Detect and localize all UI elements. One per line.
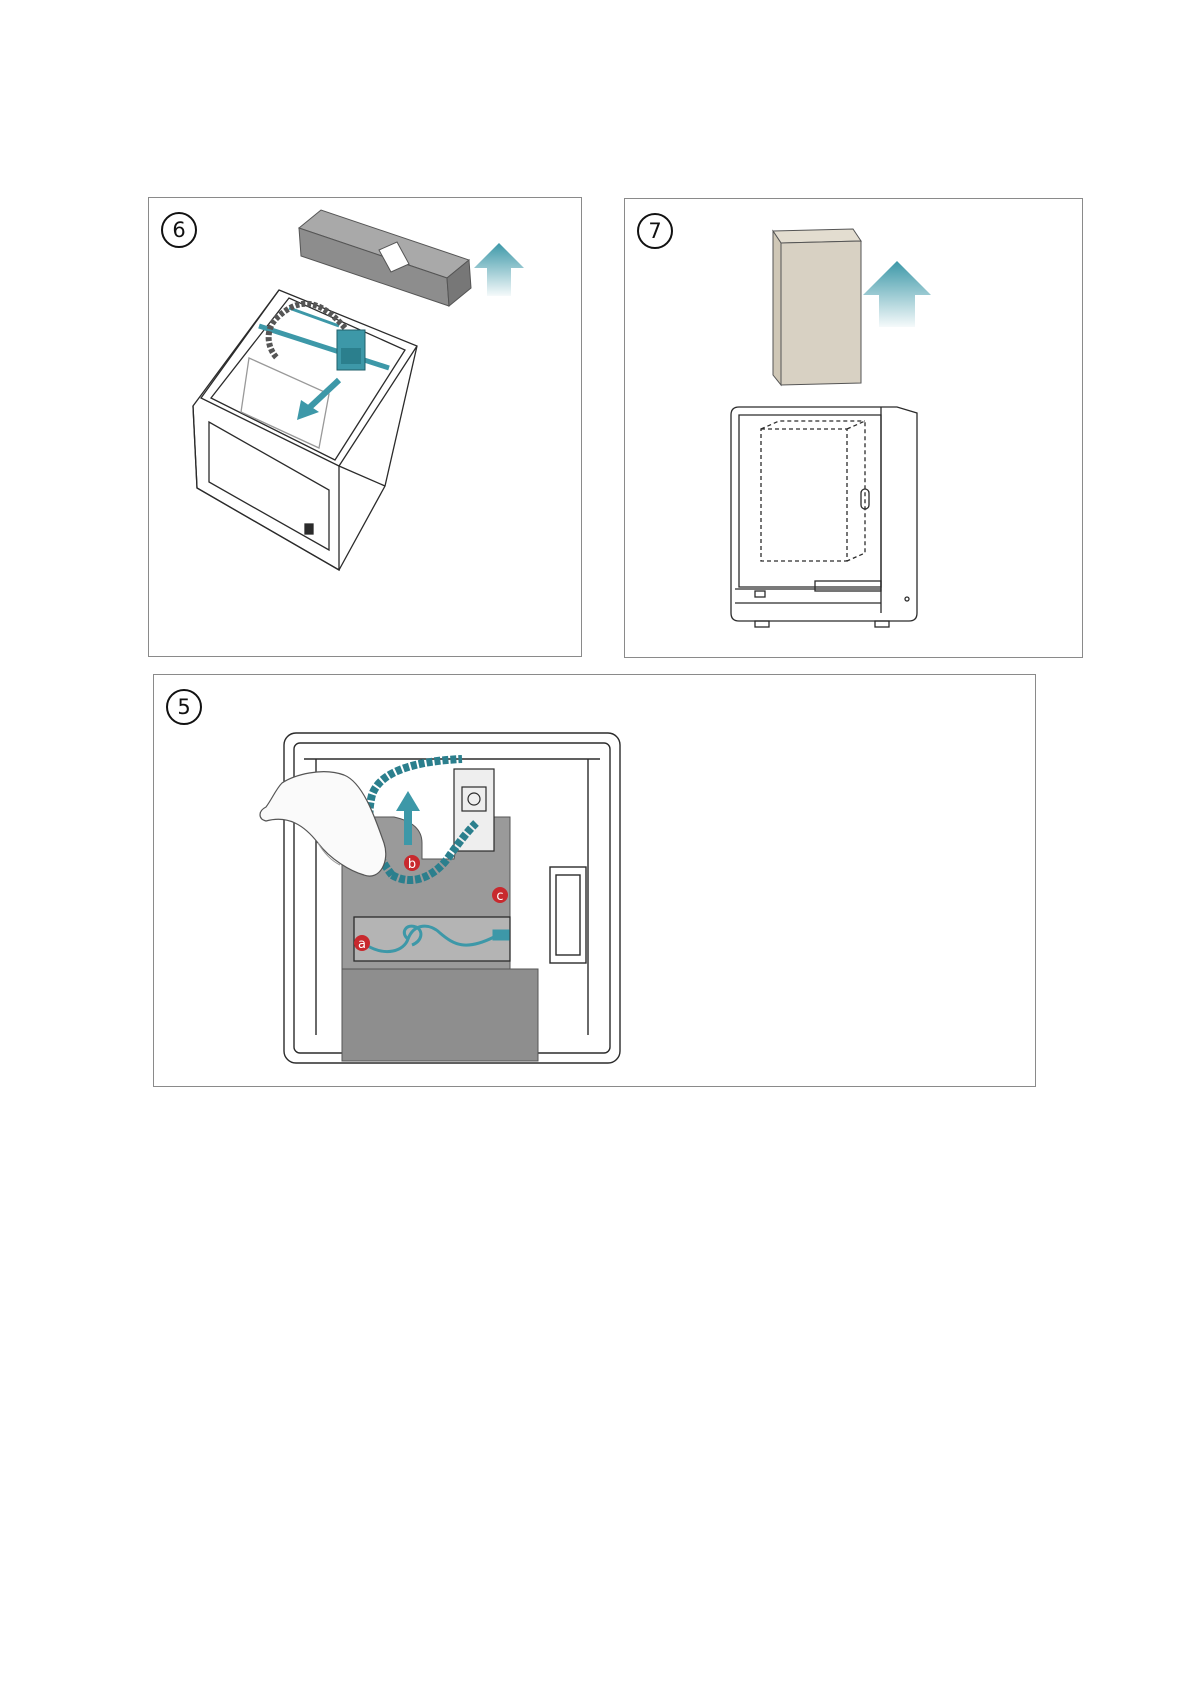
arrow-up-icon	[474, 243, 524, 296]
printer-front-view	[731, 407, 917, 627]
callout-c-label: c	[496, 889, 503, 904]
arrow-down-left-icon	[297, 380, 339, 420]
step-6-panel: 6	[148, 197, 582, 657]
foam-insert-top	[299, 210, 471, 306]
step-7-panel: 7	[624, 198, 1083, 658]
callout-b-label: b	[408, 857, 416, 872]
step-5-illustration: a b c	[154, 675, 1037, 1088]
step-7-illustration	[625, 199, 1084, 659]
step-6-illustration	[149, 198, 583, 658]
step-5-panel: 5	[153, 674, 1036, 1087]
hand-icon	[260, 772, 386, 876]
arrow-up-icon	[863, 261, 931, 327]
accessory-box	[773, 229, 861, 385]
printer-open-top	[193, 290, 417, 570]
toolhead	[454, 769, 494, 851]
callout-a-label: a	[358, 937, 366, 952]
